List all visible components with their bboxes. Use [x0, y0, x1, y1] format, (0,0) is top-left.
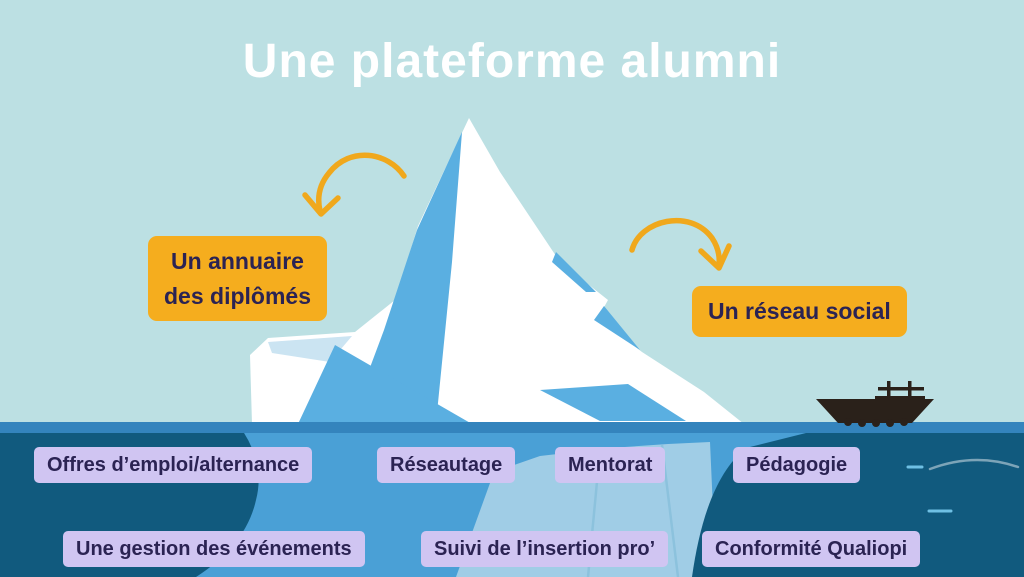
boat-icon — [816, 381, 934, 427]
iceberg-facet-crack — [552, 252, 596, 292]
label-reseau-social: Un réseau social — [692, 286, 907, 337]
label-annuaire-diplomes: Un annuaire des diplômés — [148, 236, 327, 321]
curved-arrow-left-icon — [302, 152, 407, 217]
label-pedagogie: Pédagogie — [733, 447, 861, 483]
iceberg-facet-bottom-left — [298, 345, 472, 424]
iceberg-above-water — [250, 118, 744, 424]
iceberg-facet-notch — [594, 306, 640, 350]
label-gestion-evenements: Une gestion des événements — [63, 531, 365, 567]
label-reseautage: Réseautage — [377, 447, 516, 483]
curved-arrow-right-icon — [629, 218, 732, 271]
water-arc-icon — [928, 458, 1020, 471]
page-title: Une plateforme alumni — [242, 35, 782, 88]
label-annuaire-line1: Un annuaire — [171, 248, 304, 274]
label-annuaire-line2: des diplômés — [164, 282, 311, 309]
iceberg-facet-bottom-right — [540, 384, 686, 421]
label-offres-emploi: Offres d’emploi/alternance — [34, 447, 313, 483]
label-suivi-insertion: Suivi de l’insertion pro’ — [421, 531, 669, 567]
label-conformite-qualiopi: Conformité Qualiopi — [702, 531, 921, 567]
iceberg-facet-left — [350, 132, 462, 423]
label-mentorat: Mentorat — [555, 447, 666, 483]
waterline — [0, 422, 1024, 433]
